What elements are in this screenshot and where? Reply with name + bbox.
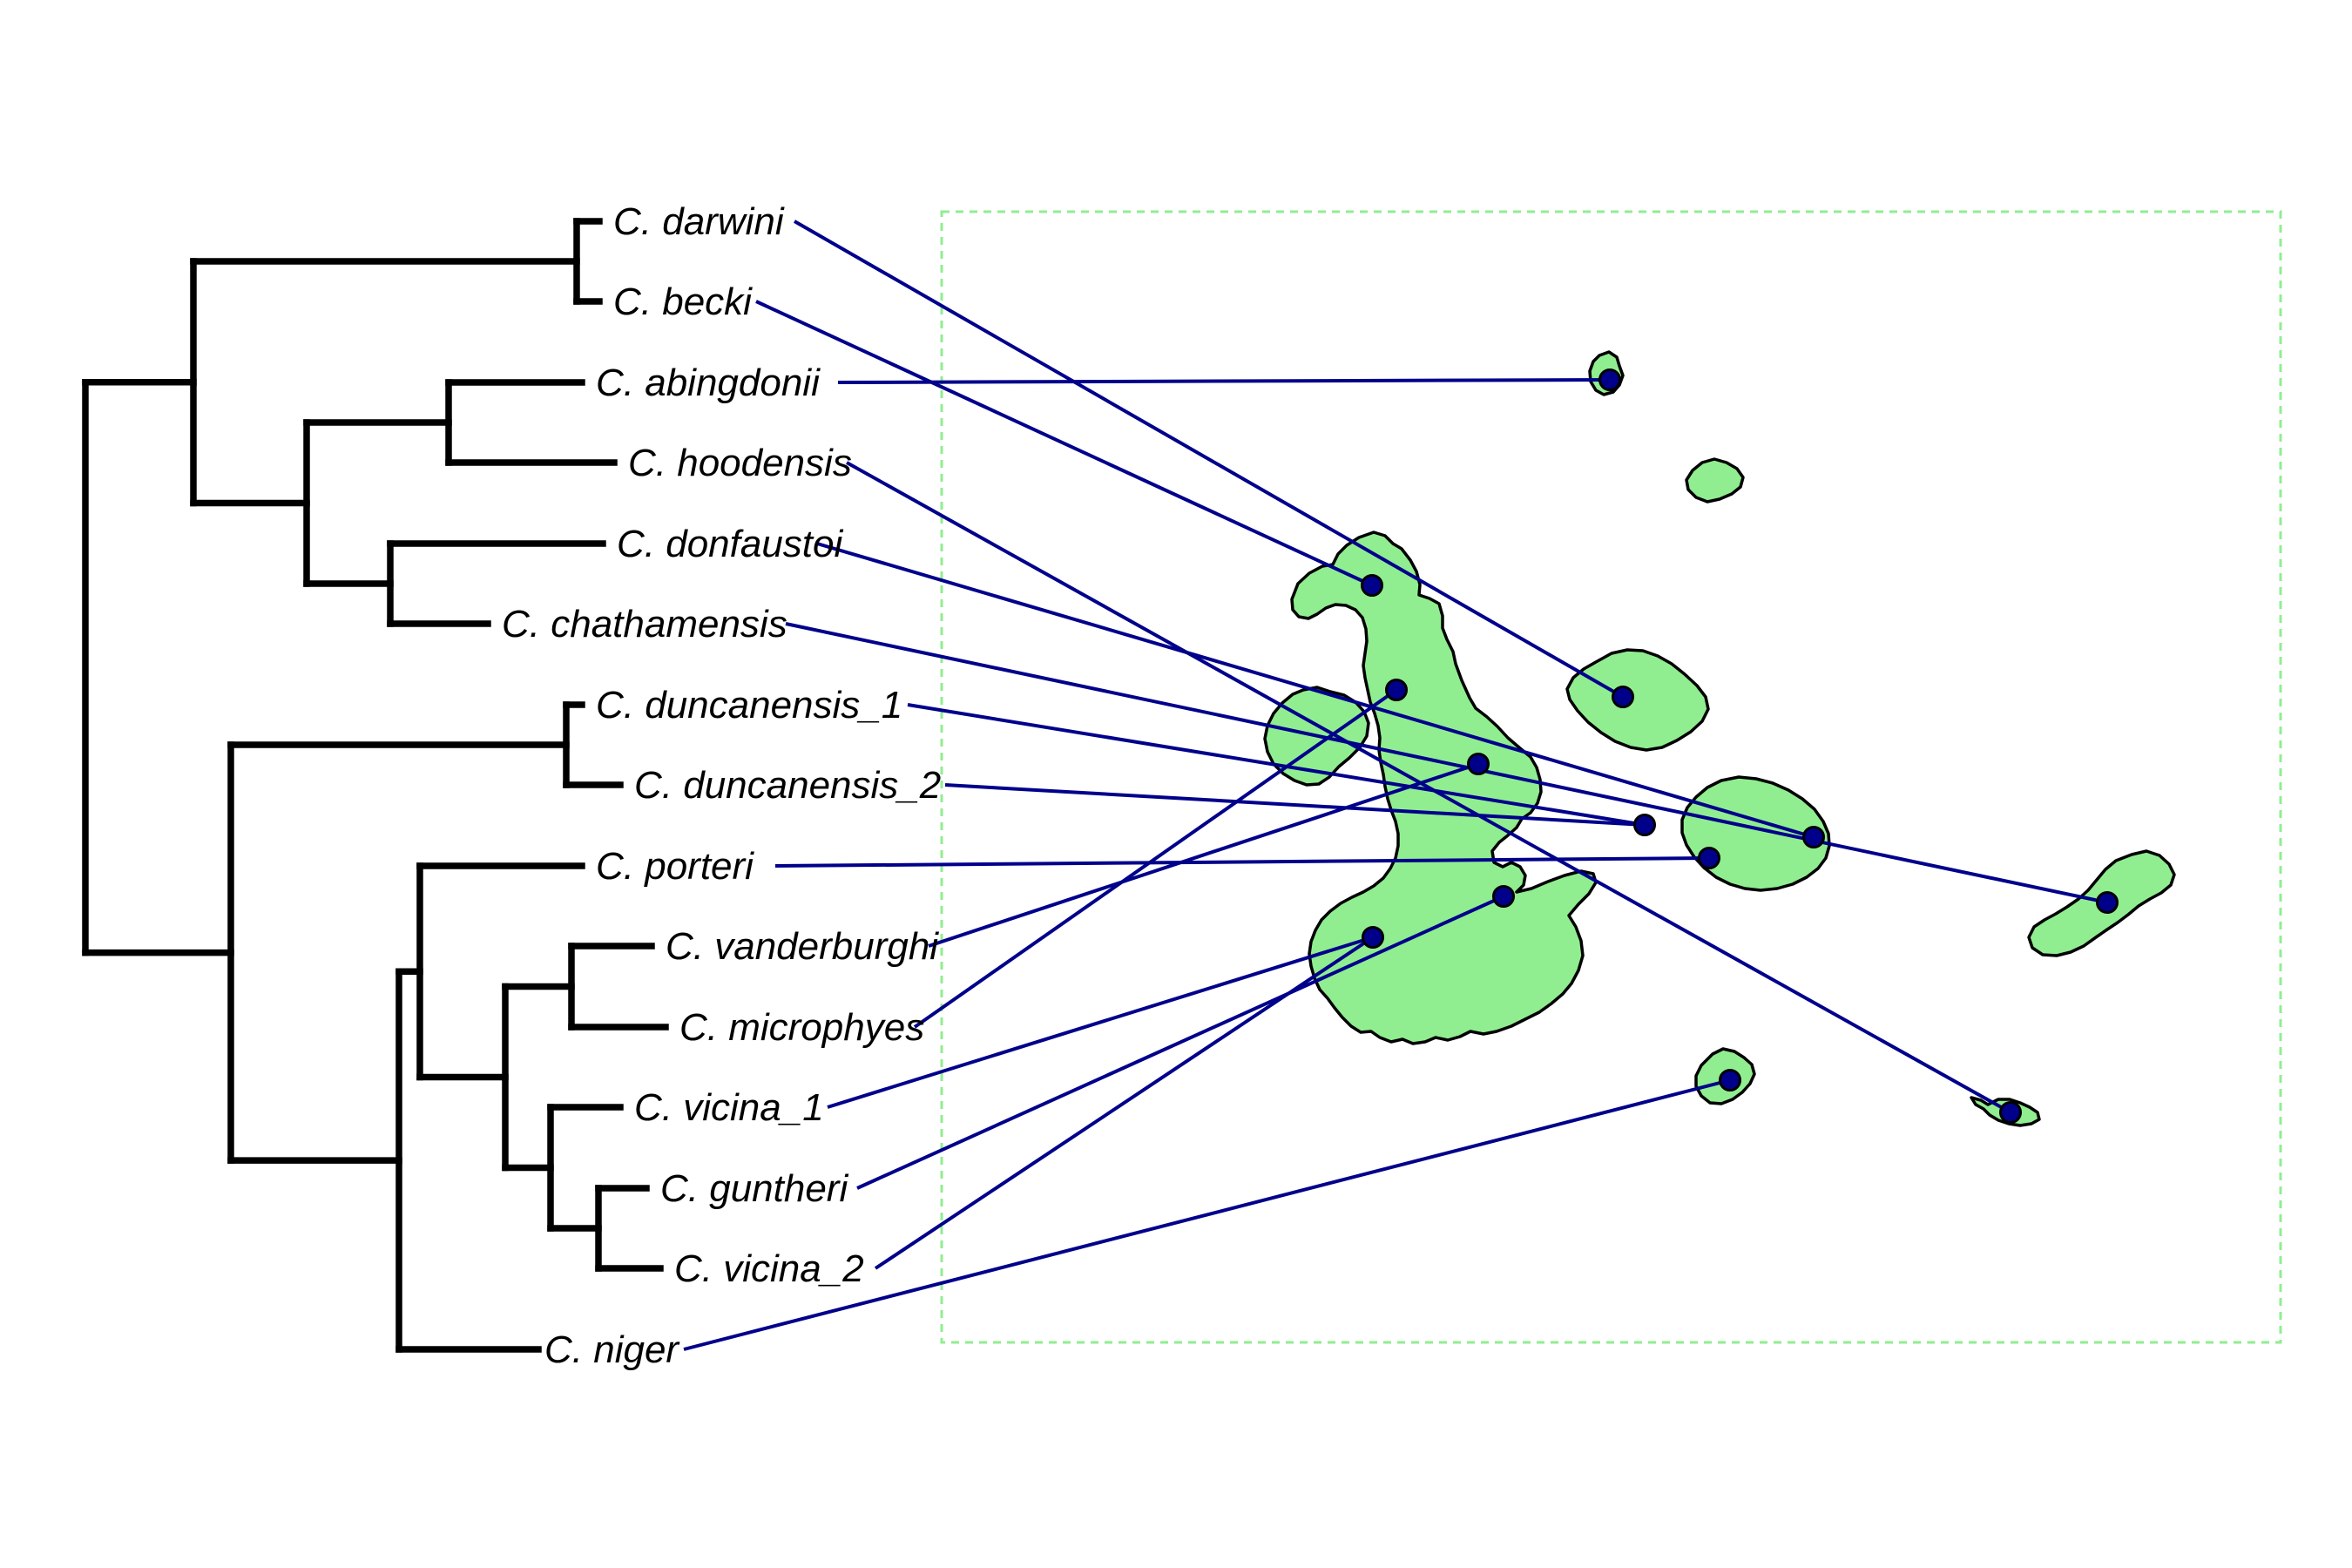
map-point-isabela-sierra-negra [1492, 885, 1515, 908]
tip-label-13: C. vicina_2 [674, 1247, 864, 1290]
island-marchena [1685, 457, 1745, 504]
tip-label-9: C. vanderburghi [666, 925, 939, 968]
link-line-1 [755, 300, 1373, 587]
phylogeny-tree [82, 218, 669, 1353]
map-point-isabela-wolf [1361, 574, 1383, 597]
tip-label-2: C. abingdonii [596, 362, 821, 404]
map-point-isabela-cerro-azul [1362, 926, 1384, 949]
island-isabela [1290, 531, 1598, 1045]
map-extent-box [940, 210, 2282, 1344]
map-point-santa-cruz-west [1698, 847, 1720, 869]
link-line-7 [944, 783, 1646, 827]
link-line-13 [874, 936, 1375, 1270]
tip-label-8: C. porteri [596, 845, 754, 888]
link-line-12 [856, 895, 1504, 1190]
map-points-layer [1361, 368, 2119, 1124]
map-point-san-cristobal [2096, 891, 2119, 914]
tip-label-14: C. niger [544, 1328, 680, 1371]
link-line-8 [774, 856, 1710, 868]
link-lines-layer [683, 220, 2108, 1351]
island-santiago [1565, 648, 1710, 752]
map-point-espanola [1999, 1101, 2022, 1124]
tip-label-6: C. duncanensis_1 [596, 684, 902, 727]
map-point-isabela-darwin [1385, 679, 1408, 701]
tip-label-4: C. donfaustoi [617, 523, 843, 565]
link-line-11 [827, 936, 1374, 1109]
link-line-4 [816, 542, 1815, 839]
tip-label-12: C. guntheri [660, 1167, 848, 1210]
link-line-6 [907, 703, 1646, 827]
link-line-2 [837, 378, 1611, 384]
tip-label-11: C. vicina_1 [634, 1086, 824, 1129]
map-point-isabela-alcedo [1467, 753, 1490, 775]
map-extent-layer [940, 210, 2282, 1344]
map-point-pinzon [1633, 814, 1656, 836]
link-line-10 [913, 688, 1398, 1029]
link-line-0 [794, 220, 1624, 699]
map-point-pinta [1598, 368, 1621, 391]
link-line-9 [928, 762, 1479, 948]
tip-labels-layer: C. darwini C. becki C. abingdonii C. hooden… [502, 200, 941, 1371]
map-point-santiago [1612, 686, 1634, 708]
islands-layer [1263, 350, 2176, 1127]
tip-label-1: C. becki [613, 280, 753, 323]
tip-label-0: C. darwini [613, 200, 785, 243]
tip-label-3: C. hoodensis [628, 442, 852, 484]
link-line-14 [683, 1078, 1731, 1351]
tip-label-5: C. chathamensis [502, 603, 787, 645]
tip-label-10: C. microphyes [679, 1006, 924, 1049]
tip-label-7: C. duncanensis_2 [634, 764, 941, 807]
link-line-3 [846, 461, 2011, 1114]
link-line-5 [785, 622, 2108, 904]
map-point-santa-cruz-east [1802, 826, 1825, 848]
map-point-floreana [1719, 1069, 1741, 1092]
